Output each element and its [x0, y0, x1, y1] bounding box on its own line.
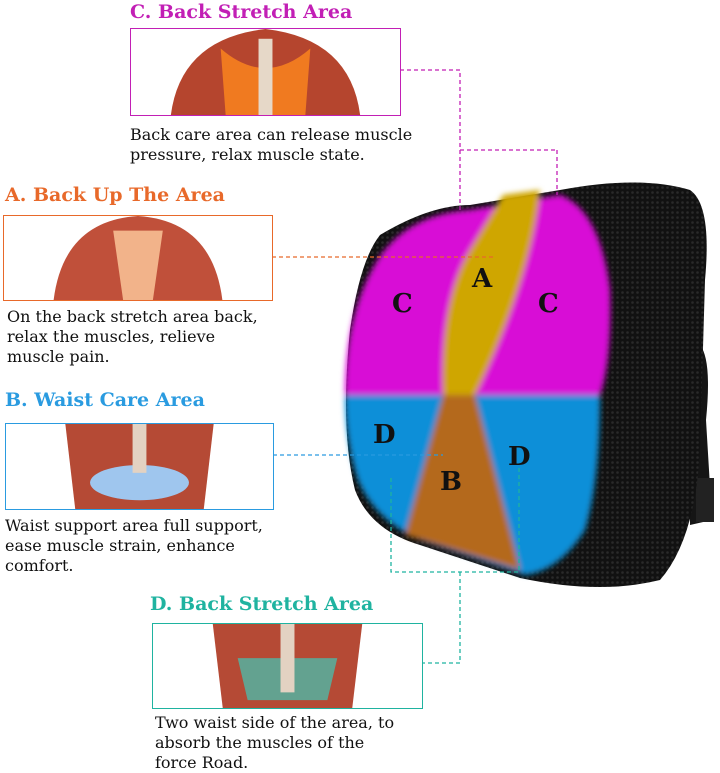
section-b-title: B. Waist Care Area	[5, 389, 205, 411]
label-a: A	[471, 264, 493, 294]
strap-buckle	[696, 478, 714, 522]
section-a-description: On the back stretch area back,relax the …	[7, 307, 258, 366]
label-d-left: D	[373, 420, 396, 450]
zone-a	[442, 190, 540, 395]
section-b-description: Waist support area full support,ease mus…	[5, 516, 263, 575]
label-c-left: C	[392, 289, 413, 319]
connector-d	[390, 465, 520, 664]
connector-c	[400, 69, 558, 212]
section-b-image	[5, 423, 274, 510]
zones	[345, 190, 611, 575]
section-d-image	[152, 623, 423, 709]
zone-b	[405, 395, 520, 570]
label-c-right: C	[538, 289, 559, 319]
section-c-image	[130, 28, 401, 116]
section-c-title: C. Back Stretch Area	[130, 1, 353, 23]
section-a-title: A. Back Up The Area	[5, 184, 225, 206]
section-d-title: D. Back Stretch Area	[150, 593, 374, 615]
section-a-image	[3, 215, 273, 301]
label-b: B	[440, 467, 462, 497]
label-d-right: D	[508, 442, 531, 472]
